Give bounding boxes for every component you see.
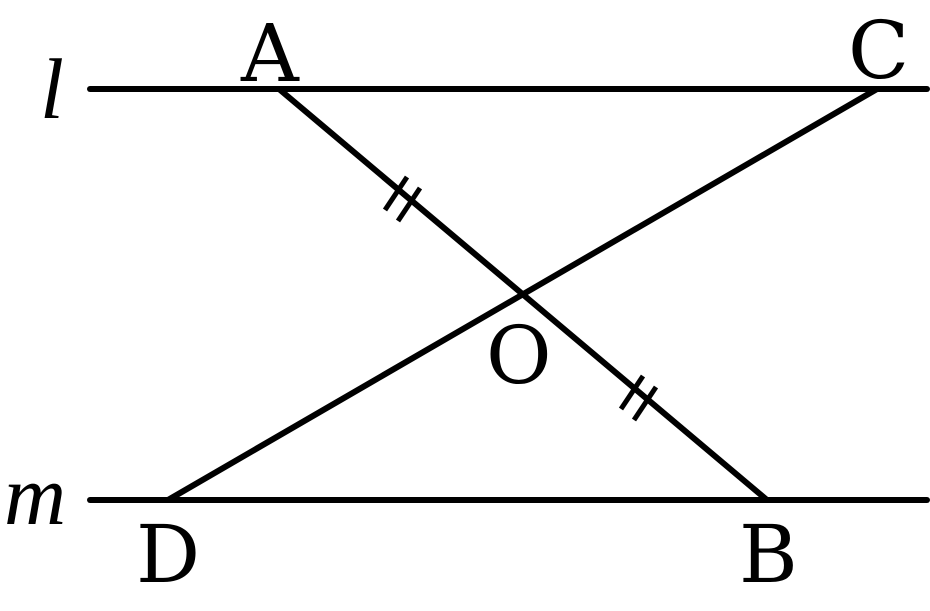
label-line-m: m [4,447,66,543]
tick-OB-2 [631,385,659,422]
label-point-B: B [739,508,798,601]
segment-CD [165,86,880,503]
tick-OB-1 [618,374,646,411]
tick-marks-AO [382,175,423,223]
tick-marks-OB [618,374,659,422]
label-point-D: D [136,508,200,601]
label-point-A: A [240,7,300,100]
label-point-C: C [848,4,909,97]
tick-AO-1 [382,175,410,212]
label-point-O: O [486,309,552,402]
label-line-l: l [40,41,64,137]
tick-AO-2 [395,186,423,223]
